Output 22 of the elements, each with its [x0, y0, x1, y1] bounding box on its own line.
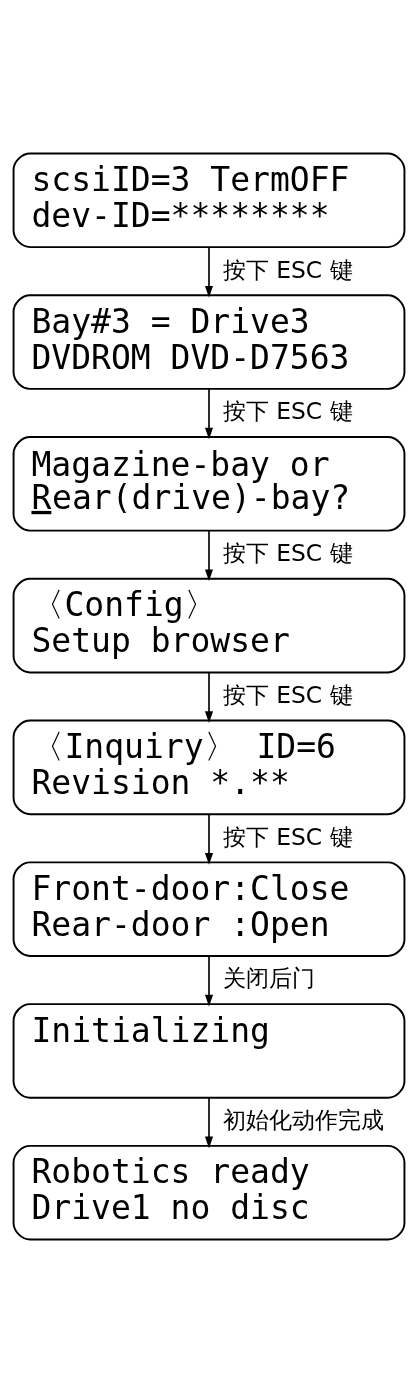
edge-label: 初始化动作完成 [223, 1106, 385, 1135]
node-box: Bay#3 = Drive3 DVDROM DVD-D7563 [12, 294, 406, 390]
node-box: scsiID=3 TermOFF dev-ID=******** [12, 152, 406, 249]
node-box: 〈Inquiry〉 ID=6 Revision *.** [12, 719, 406, 816]
node-box: Front-door:Close Rear-door :Open [12, 861, 406, 957]
arrow [204, 388, 214, 440]
node-box: Magazine-bay or Rear(drive)-bay? [12, 436, 406, 532]
edge-label: 按下 ESC 键 [222, 255, 353, 284]
edge-label: 按下 ESC 键 [222, 539, 353, 568]
edge-label: 按下 ESC 键 [222, 822, 353, 851]
edge-label: 按下 ESC 键 [222, 680, 353, 709]
arrow [204, 246, 214, 298]
edge-label: 按下 ESC 键 [222, 397, 353, 426]
node-box: Robotics ready Drive1 no disc [12, 1144, 406, 1241]
arrow [204, 1097, 214, 1149]
arrow [204, 813, 214, 865]
arrow [204, 955, 214, 1007]
node-box: 〈Config〉 Setup browser [12, 577, 406, 674]
arrow [204, 671, 214, 723]
edge-label: 关闭后门 [222, 964, 315, 993]
arrow [204, 529, 214, 582]
node-box: Initializing [12, 1003, 406, 1099]
